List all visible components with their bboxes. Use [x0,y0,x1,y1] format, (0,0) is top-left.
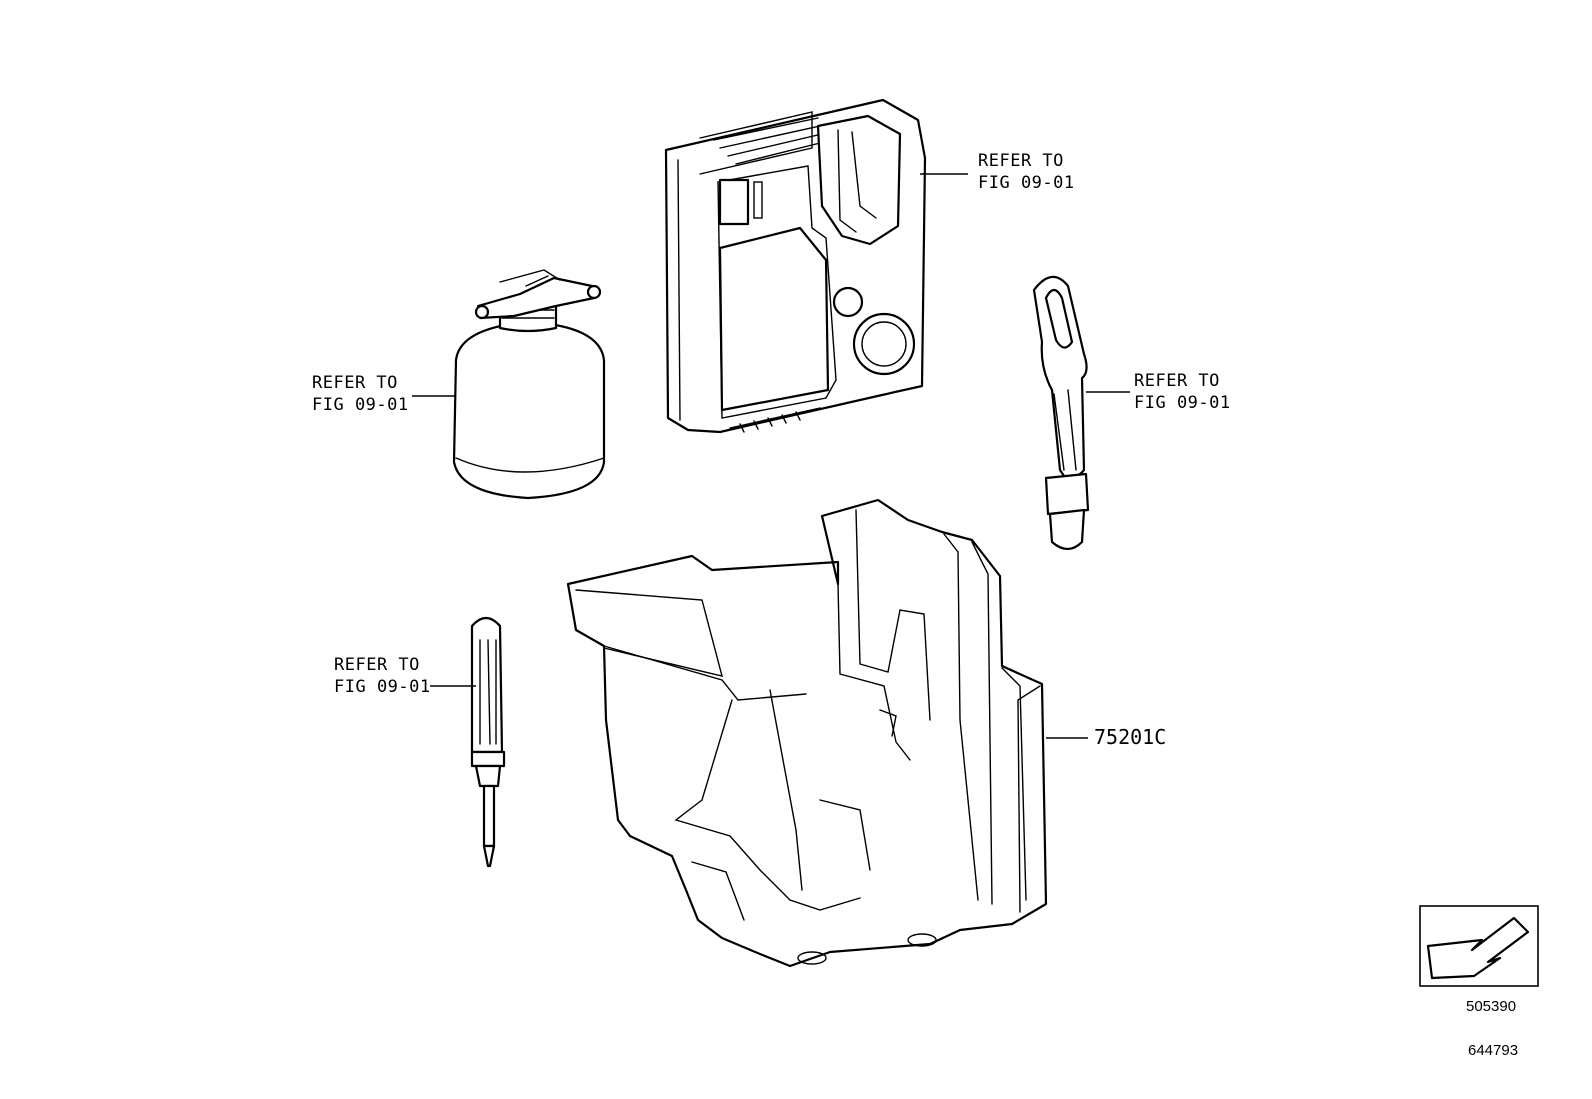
callout-line-1: REFER TO [312,373,398,393]
front-direction-arrow-icon [1419,905,1539,987]
callout-line-1: REFER TO [1134,371,1220,391]
callout-line-2: FIG 09-01 [334,677,431,697]
tool-tray [566,498,1048,968]
callout-line-2: FIG 09-01 [978,173,1075,193]
screwdriver [470,616,506,868]
illustration-id: 644793 [1468,1042,1519,1059]
orientation-code: 505390 [1466,998,1517,1015]
callout-line-1: REFER TO [978,151,1064,171]
callout-line-2: FIG 09-01 [1134,393,1231,413]
compressor-unit [664,98,927,434]
callout-line-1: REFER TO [334,655,420,675]
part-number-label: 75201C [1094,725,1167,749]
tow-hook [1032,275,1090,551]
callout-line-2: FIG 09-01 [312,395,409,415]
sealant-bottle [452,269,606,500]
